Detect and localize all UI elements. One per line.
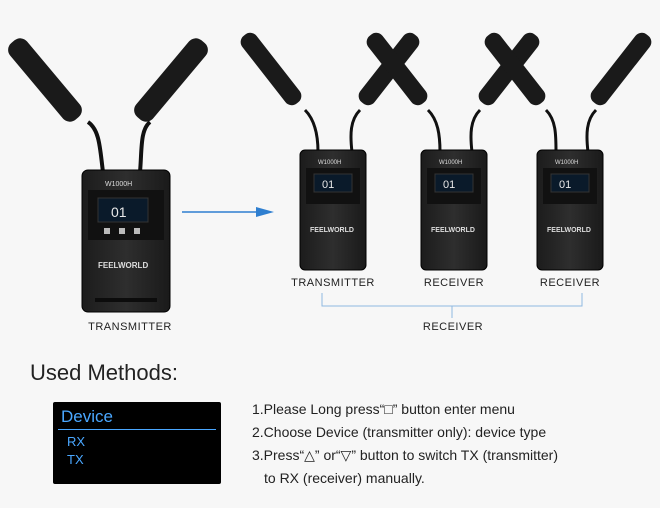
svg-text:W1000H: W1000H — [318, 160, 341, 166]
receiver-bracket — [321, 293, 583, 318]
used-methods-heading: Used Methods: — [30, 360, 178, 385]
caption-receiver-2: RECEIVER — [539, 277, 601, 289]
large-channel-number: 01 — [111, 204, 127, 220]
step-3: 3.Press“△” or“▽” button to switch TX (tr… — [252, 447, 559, 463]
svg-text:FEELWORLD: FEELWORLD — [310, 227, 354, 234]
svg-text:FEELWORLD: FEELWORLD — [98, 261, 148, 270]
svg-text:01: 01 — [559, 179, 571, 191]
menu-divider — [58, 429, 216, 430]
small-receiver-2: 01 W1000H FEELWORLD — [484, 32, 652, 271]
caption-receiver-1: RECEIVER — [423, 277, 485, 289]
caption-left-transmitter: TRANSMITTER — [88, 321, 172, 333]
step-3-continued: to RX (receiver) manually. — [264, 470, 425, 486]
svg-text:01: 01 — [443, 179, 455, 191]
large-transmitter: 01 W1000H FEELWORLD — [8, 38, 208, 313]
svg-text:W1000H: W1000H — [439, 160, 462, 166]
step-2: 2.Choose Device (transmitter only): devi… — [252, 424, 547, 440]
menu-title: Device — [61, 407, 113, 426]
svg-text:W1000H: W1000H — [105, 181, 132, 188]
svg-text:FEELWORLD: FEELWORLD — [431, 227, 475, 234]
svg-text:W1000H: W1000H — [555, 160, 578, 166]
svg-text:FEELWORLD: FEELWORLD — [547, 227, 591, 234]
menu-item-tx: TX — [67, 452, 84, 467]
device-menu-screen: Device RX TX — [53, 402, 221, 484]
small-transmitter: 01 W1000H FEELWORLD — [240, 32, 420, 271]
svg-text:01: 01 — [322, 179, 334, 191]
step-1: 1.Please Long press“□” button enter menu — [252, 401, 515, 417]
caption-receiver-bracket: RECEIVER — [422, 321, 484, 333]
flow-arrow — [182, 207, 274, 217]
caption-transmitter: TRANSMITTER — [291, 277, 375, 289]
menu-item-rx: RX — [67, 434, 86, 449]
